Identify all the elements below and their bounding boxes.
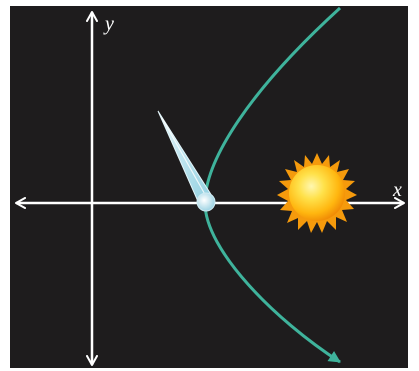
sun-icon bbox=[277, 153, 357, 233]
sun-core bbox=[289, 165, 345, 221]
comet-head bbox=[196, 192, 216, 212]
x-axis-label: x bbox=[392, 179, 402, 201]
y-axis-label: y bbox=[103, 13, 114, 35]
comet-icon bbox=[157, 110, 216, 212]
